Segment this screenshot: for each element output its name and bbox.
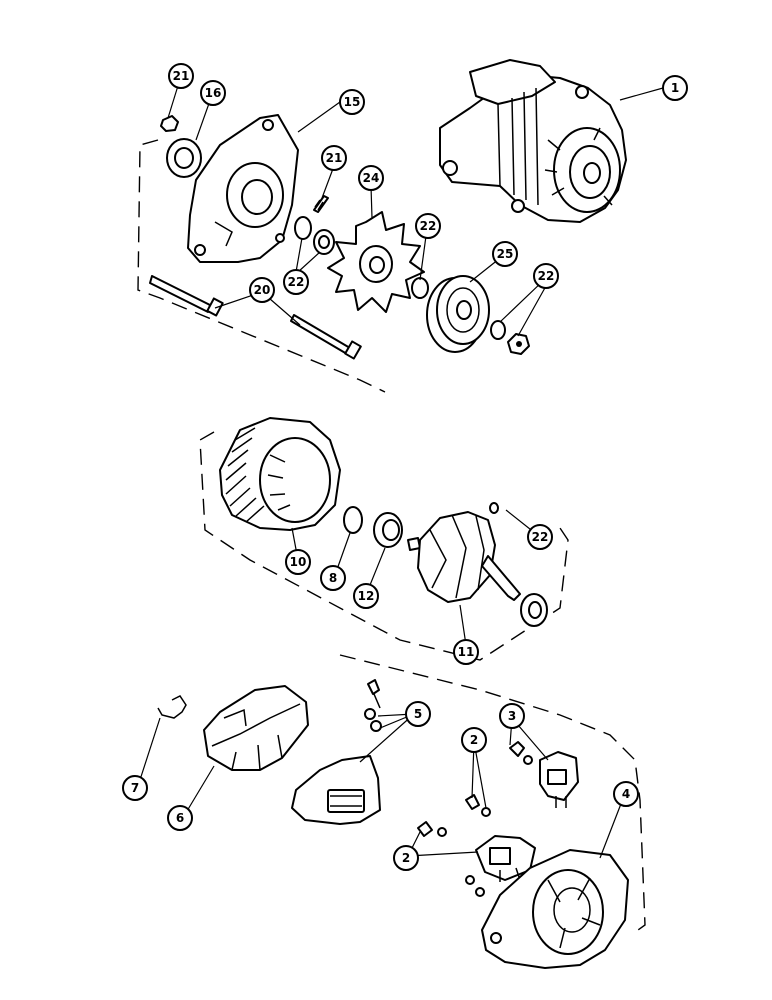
upper-group-dashed-line <box>137 139 386 393</box>
callout-2-upper: 2 <box>461 727 487 753</box>
callout-5: 7 <box>122 775 148 801</box>
callout-11: 11 <box>453 639 479 665</box>
callout-1: 1 <box>662 75 688 101</box>
brush-holder-6 <box>291 679 382 825</box>
bearing-12 <box>373 512 403 548</box>
callout-label: 2 <box>402 851 410 865</box>
regulator-3 <box>509 741 579 808</box>
callout-22-pulley: 22 <box>415 213 441 239</box>
callout-3: 3 <box>499 703 525 729</box>
lower-group-dashed-line <box>339 654 646 931</box>
callout-7: 4 <box>613 781 639 807</box>
callout-label: 15 <box>344 95 361 109</box>
through-bolt-20-upper <box>149 275 224 317</box>
callout-22-key: 22 <box>527 524 553 550</box>
slip-ring-end-housing <box>465 849 629 969</box>
callout-bubbles: 1 15 16 21 21 24 22 20 22 25 22 10 8 12 … <box>122 63 688 871</box>
callout-25: 25 <box>492 241 518 267</box>
callout-10: 10 <box>285 549 311 575</box>
bearing-16 <box>166 138 202 178</box>
spacer-22-left <box>294 216 335 255</box>
callout-21-top: 21 <box>168 63 194 89</box>
callout-label: 3 <box>508 709 516 723</box>
nut-21-top <box>160 115 179 132</box>
callout-label: 22 <box>532 530 549 544</box>
rear-cover <box>203 685 309 771</box>
callout-22-right: 22 <box>533 263 559 289</box>
callout-24: 24 <box>358 165 384 191</box>
callout-label: 6 <box>176 811 184 825</box>
o-ring <box>343 506 363 534</box>
callout-label: 12 <box>358 589 375 603</box>
assembled-alternator <box>439 59 627 223</box>
key-22 <box>489 502 499 514</box>
rectifier-2 <box>417 794 536 882</box>
callout-label: 2 <box>470 733 478 747</box>
callout-8: 8 <box>320 565 346 591</box>
callout-label: 22 <box>538 269 555 283</box>
callout-label: 21 <box>173 69 190 83</box>
screw-21 <box>313 195 329 213</box>
callout-label: 22 <box>420 219 437 233</box>
callout-label: 8 <box>329 571 337 585</box>
callout-12: 12 <box>353 583 379 609</box>
callout-20: 20 <box>249 277 275 303</box>
middle-group-dashed-line <box>199 431 569 661</box>
callout-label: 16 <box>205 86 222 100</box>
callout-15: 15 <box>339 89 365 115</box>
callout-label: 1 <box>671 81 679 95</box>
callout-6: 5 <box>405 701 431 727</box>
callout-22-left: 22 <box>283 269 309 295</box>
callout-label: 5 <box>414 707 422 721</box>
callout-label: 22 <box>288 275 305 289</box>
washer-nut-22-right <box>490 320 530 355</box>
callout-16: 16 <box>200 80 226 106</box>
through-bolt-20-lower <box>290 314 362 360</box>
callout-label: 7 <box>131 781 139 795</box>
callout-label: 11 <box>458 645 475 659</box>
wire-clip <box>157 695 187 719</box>
callout-label: 21 <box>326 151 343 165</box>
rotor <box>407 511 548 627</box>
stator <box>219 417 341 531</box>
callout-21-screw: 21 <box>321 145 347 171</box>
drive-end-housing <box>187 114 299 263</box>
callout-label: 4 <box>622 787 630 801</box>
callout-2-lower: 2 <box>393 845 419 871</box>
callout-label: 10 <box>290 555 307 569</box>
pulley <box>426 275 490 353</box>
callout-label: 25 <box>497 247 514 261</box>
washer-22-pulley <box>411 277 429 299</box>
callout-label: 24 <box>363 171 380 185</box>
callout-4: 6 <box>167 805 193 831</box>
cooling-fan <box>327 211 425 313</box>
callout-label: 20 <box>254 283 271 297</box>
